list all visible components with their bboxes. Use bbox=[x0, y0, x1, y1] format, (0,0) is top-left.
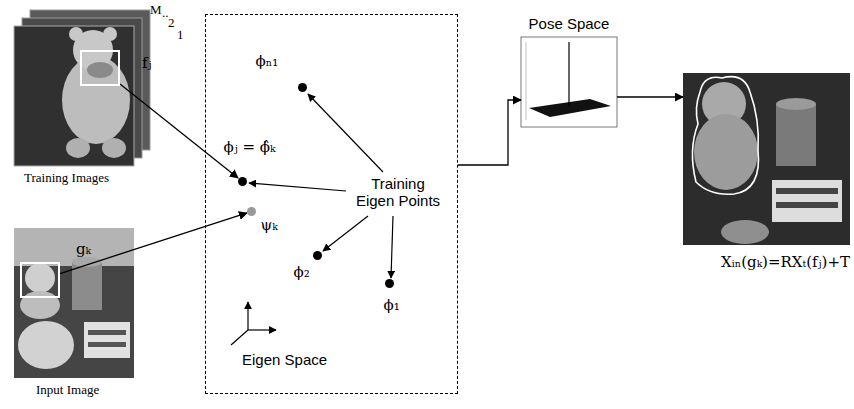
input-image: Input Imagegₖ bbox=[14, 228, 134, 378]
leader-line bbox=[391, 216, 393, 278]
flat-surface bbox=[529, 99, 611, 117]
can bbox=[776, 104, 816, 166]
connector-arrow bbox=[120, 84, 238, 178]
toy-figure bbox=[20, 291, 60, 319]
mug bbox=[18, 321, 74, 369]
point-label: ϕₙ₁ bbox=[256, 52, 279, 70]
image-index: .. bbox=[162, 5, 169, 21]
leader-line bbox=[308, 94, 383, 172]
peak bbox=[568, 42, 569, 106]
photo-frame bbox=[14, 26, 134, 166]
leader-line bbox=[249, 183, 346, 191]
training-photos bbox=[14, 10, 150, 166]
axis bbox=[231, 330, 248, 345]
input-photo bbox=[14, 228, 134, 378]
pose-plot bbox=[521, 37, 617, 127]
formula: Xᵢₙ(gₖ)=RXₜ(fⱼ)+T bbox=[721, 253, 850, 271]
box-stripe bbox=[776, 202, 838, 208]
toy-figure bbox=[102, 138, 126, 158]
caption: Eigen Space bbox=[242, 351, 327, 368]
training-image: Training Imagesfⱼ bbox=[14, 26, 134, 166]
caption: Pose Space bbox=[511, 15, 627, 32]
caption: Training Images bbox=[24, 170, 109, 186]
plot-area bbox=[521, 37, 617, 127]
toy-figure bbox=[694, 114, 758, 190]
point-label: ψₖ bbox=[261, 216, 278, 234]
box bbox=[772, 180, 842, 222]
plot-axis bbox=[526, 42, 527, 120]
toy-figure bbox=[25, 263, 55, 293]
axes bbox=[231, 302, 276, 345]
eigen-point: ϕ₂ bbox=[313, 251, 322, 260]
box-stripe bbox=[88, 330, 126, 335]
photo-wall bbox=[14, 228, 134, 266]
image-index: 1 bbox=[177, 27, 184, 43]
eigen-point: ψₖ bbox=[247, 207, 256, 216]
image-index: 2 bbox=[168, 15, 175, 31]
patch-box: gₖ bbox=[20, 262, 60, 298]
point-label: ϕⱼ = ϕ̂ₖ bbox=[224, 138, 276, 156]
mug bbox=[721, 220, 769, 244]
callout-label: Training Eigen Points bbox=[350, 175, 446, 209]
toy-figure bbox=[69, 27, 83, 41]
image-index: M bbox=[150, 2, 162, 18]
connector-arrow bbox=[458, 100, 521, 165]
box bbox=[84, 322, 130, 358]
photo-frame bbox=[683, 73, 850, 245]
toy-figure bbox=[103, 27, 117, 41]
connector-arrow bbox=[60, 213, 247, 274]
box-stripe bbox=[88, 342, 126, 347]
caption: fⱼ bbox=[142, 54, 152, 72]
can bbox=[776, 98, 816, 110]
photo-frame bbox=[14, 228, 134, 378]
caption: Input Image bbox=[36, 382, 99, 398]
eigen-point: ϕⱼ = ϕ̂ₖ bbox=[238, 177, 247, 186]
eigen-point: ϕ₁ bbox=[385, 279, 394, 288]
eigen-point: ϕₙ₁ bbox=[298, 83, 307, 92]
point-label: ϕ₁ bbox=[384, 296, 400, 314]
pose-plot: Pose Space bbox=[521, 37, 617, 127]
match-outline bbox=[692, 77, 758, 195]
result-image: Xᵢₙ(gₖ)=RXₜ(fⱼ)+T bbox=[683, 73, 850, 245]
connector-arrow bbox=[617, 96, 683, 97]
result-photo bbox=[683, 73, 850, 245]
toy-figure bbox=[87, 62, 113, 78]
can bbox=[72, 262, 102, 310]
axis bbox=[248, 329, 276, 330]
patch-box: fⱼ bbox=[80, 50, 120, 86]
caption: gₖ bbox=[76, 240, 91, 258]
leader-line bbox=[323, 216, 368, 251]
box-stripe bbox=[776, 188, 838, 194]
point-label: ϕ₂ bbox=[294, 263, 310, 281]
axis bbox=[247, 302, 248, 330]
toy-figure bbox=[66, 138, 90, 158]
